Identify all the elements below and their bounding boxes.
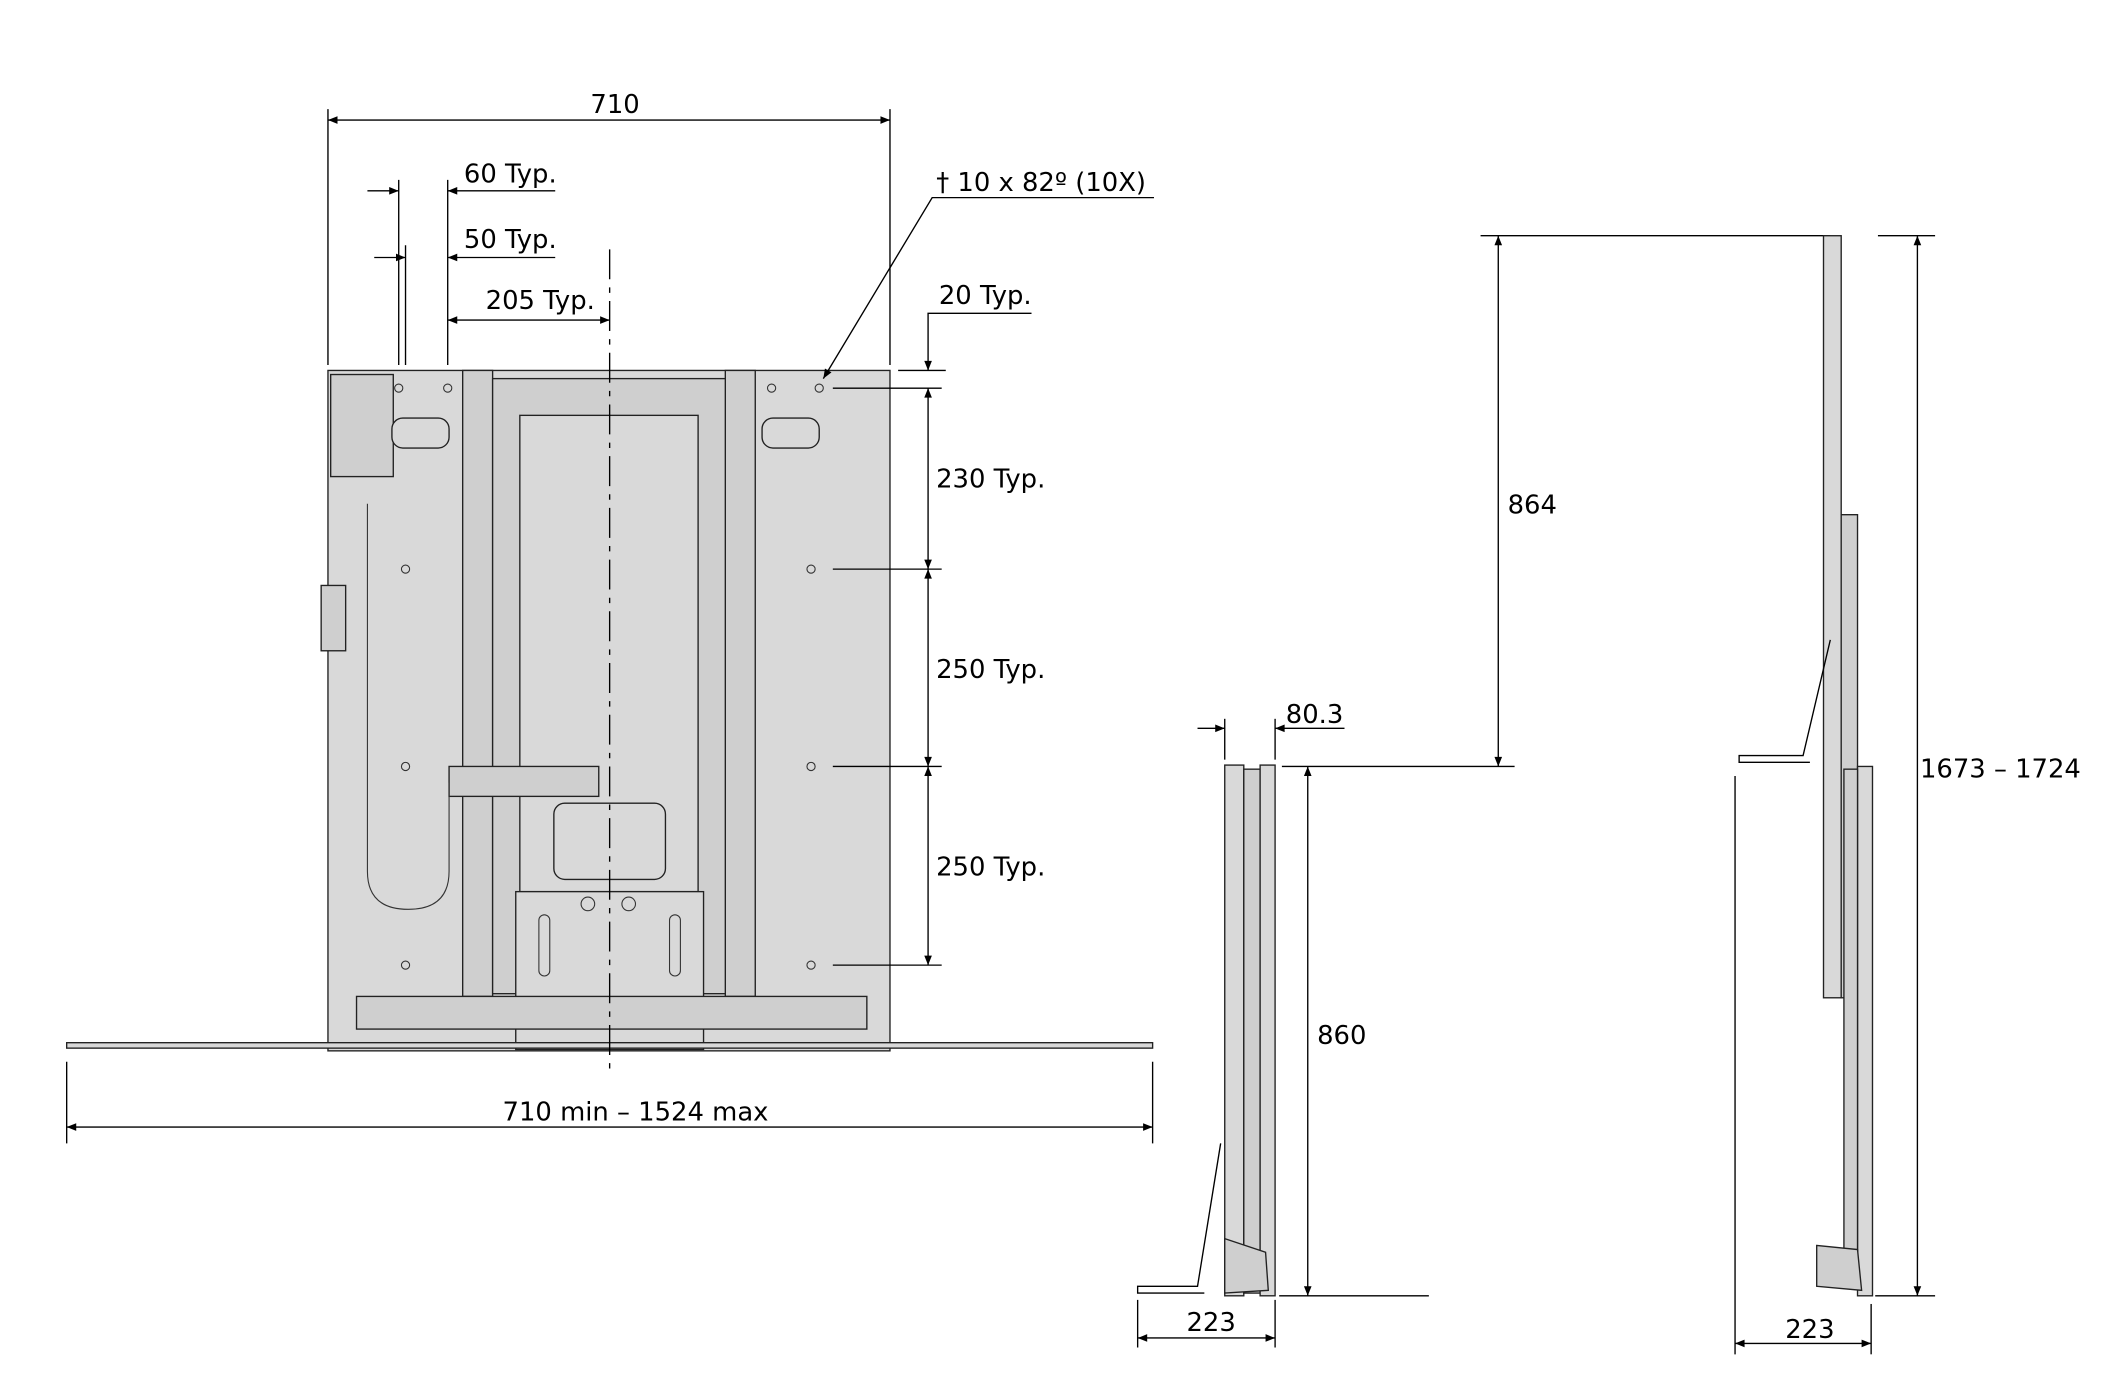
travel-dimension: 864 bbox=[1480, 235, 1831, 767]
dim-60: 60 Typ. bbox=[464, 160, 557, 190]
arm-bracket bbox=[448, 765, 600, 798]
side-view-lowered: 80.3 860 223 bbox=[1136, 700, 1515, 1348]
dim-depth-80: 80.3 bbox=[1286, 700, 1344, 730]
handle-slot-left bbox=[391, 417, 450, 449]
handle-slot-right bbox=[761, 417, 820, 449]
dim-floor-width: 710 min – 1524 max bbox=[503, 1097, 769, 1127]
dim-250-a: 250 Typ. bbox=[936, 655, 1045, 685]
dim-travel-864: 864 bbox=[1508, 490, 1557, 520]
side-view-raised: 1673 – 1724 223 bbox=[1734, 235, 2081, 1355]
side-handle bbox=[320, 584, 347, 652]
dim-height-860: 860 bbox=[1317, 1021, 1366, 1051]
mounting-holes bbox=[394, 383, 824, 970]
left-rail bbox=[462, 369, 494, 998]
right-rail bbox=[724, 369, 756, 998]
cable-box bbox=[330, 373, 394, 478]
front-view bbox=[66, 249, 1154, 1076]
dim-250-b: 250 Typ. bbox=[936, 852, 1045, 882]
dim-height-range: 1673 – 1724 bbox=[1920, 754, 2081, 784]
dim-base-223-high: 223 bbox=[1785, 1315, 1834, 1345]
dim-20: 20 Typ. bbox=[939, 281, 1032, 311]
bottom-crossbar bbox=[355, 995, 868, 1030]
dim-base-223-low: 223 bbox=[1186, 1308, 1235, 1338]
front-dimensions: 710 60 Typ. 50 Typ. 205 Typ. † 10 x 82º … bbox=[66, 90, 1154, 1144]
hole-note: † 10 x 82º (10X) bbox=[936, 168, 1146, 198]
dim-50: 50 Typ. bbox=[464, 225, 557, 255]
cable-loop bbox=[366, 503, 450, 910]
dim-205: 205 Typ. bbox=[486, 286, 595, 316]
dim-width: 710 bbox=[590, 90, 639, 120]
dim-230: 230 Typ. bbox=[936, 464, 1045, 494]
